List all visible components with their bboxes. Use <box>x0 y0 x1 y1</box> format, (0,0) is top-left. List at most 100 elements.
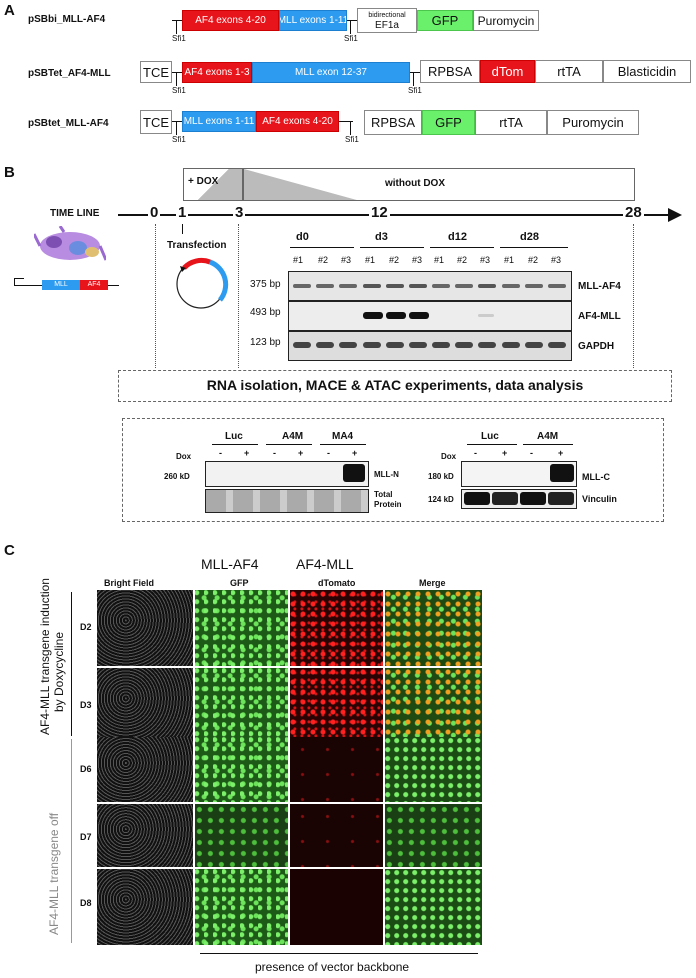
gel-day: d28 <box>520 231 539 243</box>
nodox-label: without DOX <box>385 178 445 189</box>
rep: #2 <box>528 255 539 265</box>
img-d7-gfp <box>195 804 288 867</box>
wb-group: A4M <box>537 431 559 442</box>
tp-0: 0 <box>148 204 161 221</box>
bottom-label: presence of vector backbone <box>255 960 410 974</box>
panel-b-letter: B <box>4 164 15 181</box>
box-af4-exons-1-3: AF4 exons 1-3 <box>182 62 252 83</box>
sign: + <box>558 448 564 458</box>
col-gfp: GFP <box>230 578 249 588</box>
construct-3-name: pSBtet_MLL-AF4 <box>28 118 109 129</box>
rep: #1 <box>365 255 376 265</box>
col-dtomato: dTomato <box>318 578 356 588</box>
img-d8-merge <box>385 869 482 945</box>
img-d7-bf <box>97 804 193 867</box>
wb-dox: Dox <box>176 452 192 461</box>
img-d6-gfp <box>195 737 288 802</box>
img-d7-dtom <box>290 804 383 867</box>
side-label-off: AF4-MLL transgene off <box>47 812 61 935</box>
col-merge: Merge <box>419 578 446 588</box>
rep: #1 <box>434 255 445 265</box>
tp-1: 1 <box>176 204 189 221</box>
sfi-label: Sfi1 <box>172 86 186 95</box>
row-label-d6: D6 <box>80 764 92 774</box>
ef1a-label: EF1a <box>375 19 399 31</box>
gel-target: MLL-AF4 <box>578 281 621 292</box>
rep: #3 <box>551 255 562 265</box>
top-label-af4mll: AF4-MLL <box>296 556 354 572</box>
rep: #2 <box>457 255 468 265</box>
gel-target: AF4-MLL <box>578 311 621 322</box>
box-af4-exons: AF4 exons 4-20 <box>182 10 279 31</box>
box-puromycin: Puromycin <box>473 10 539 31</box>
sign: - <box>219 448 222 458</box>
gel-day: d3 <box>375 231 388 243</box>
sign: + <box>298 448 304 458</box>
gel-blot-mllaf4 <box>288 271 572 301</box>
col-brightfield: Bright Field <box>104 578 154 588</box>
vector-af4: AF4 <box>80 280 108 290</box>
gel-day: d0 <box>296 231 309 243</box>
gel-blot-gapdh <box>288 331 572 361</box>
tp-3: 3 <box>233 204 246 221</box>
img-d3-merge <box>385 668 482 744</box>
wb-group: Luc <box>481 431 499 442</box>
box-gfp: GFP <box>417 10 473 31</box>
top-label-mllaf4: MLL-AF4 <box>201 556 259 572</box>
wb-size: 180 kD <box>428 472 454 481</box>
wb-dox: Dox <box>441 452 457 461</box>
sign: + <box>352 448 358 458</box>
sign: - <box>273 448 276 458</box>
rna-box-label: RNA isolation, MACE & ATAC experiments, … <box>206 377 584 393</box>
rep: #1 <box>293 255 304 265</box>
rep: #2 <box>318 255 329 265</box>
img-d3-bf <box>97 668 193 744</box>
gel-size: 375 bp <box>250 279 281 290</box>
sign: - <box>474 448 477 458</box>
side-label-on-1: AF4-MLL transgene induction <box>38 578 52 735</box>
wb-mlln-blot <box>205 461 369 487</box>
sfi-label: Sfi1 <box>345 135 359 144</box>
rep: #2 <box>389 255 400 265</box>
construct-1-name: pSBbi_MLL-AF4 <box>28 14 106 25</box>
western-box <box>122 418 664 522</box>
rep: #3 <box>480 255 491 265</box>
box-mll-exons: MLL exons 1-11 <box>279 10 347 31</box>
img-d6-dtom <box>290 737 383 802</box>
img-d7-merge <box>385 804 482 867</box>
gel-day: d12 <box>448 231 467 243</box>
row-label-d8: D8 <box>80 898 92 908</box>
tp-28: 28 <box>623 204 644 221</box>
img-d8-bf <box>97 869 193 945</box>
timeline-label: TIME LINE <box>50 208 100 219</box>
box-blasticidin: Blasticidin <box>603 60 691 83</box>
row-label-d3: D3 <box>80 700 92 710</box>
gel-size: 493 bp <box>250 307 281 318</box>
box-rttta: rtTA <box>535 60 603 83</box>
row-label-d7: D7 <box>80 832 92 842</box>
sfi-label: Sfi1 <box>172 34 186 43</box>
wb-target: MLL-N <box>374 470 399 479</box>
panel-c-letter: C <box>4 542 15 559</box>
wb-size: 124 kD <box>428 495 454 504</box>
box-puromycin: Puromycin <box>547 110 639 135</box>
box-mll-exons-1-11: MLL exons 1-11 <box>182 111 256 132</box>
panel-a-letter: A <box>4 2 15 19</box>
gel-target: GAPDH <box>578 341 615 352</box>
box-tce: TCE <box>140 110 172 134</box>
rep: #1 <box>504 255 515 265</box>
img-d3-gfp <box>195 668 288 744</box>
box-mll-exon-12-37: MLL exon 12-37 <box>252 62 410 83</box>
dox-label: + DOX <box>188 176 219 187</box>
box-tce: TCE <box>140 61 172 83</box>
row-label-d2: D2 <box>80 622 92 632</box>
sfi-label: Sfi1 <box>172 135 186 144</box>
gel-blot-af4mll <box>288 301 572 331</box>
wb-group: MA4 <box>332 431 354 442</box>
img-d2-bf <box>97 590 193 666</box>
img-d8-gfp <box>195 869 288 945</box>
box-dtom: dTom <box>480 60 535 83</box>
sign: + <box>244 448 250 458</box>
wb-target: Vinculin <box>582 494 617 504</box>
gel-size: 123 bp <box>250 337 281 348</box>
